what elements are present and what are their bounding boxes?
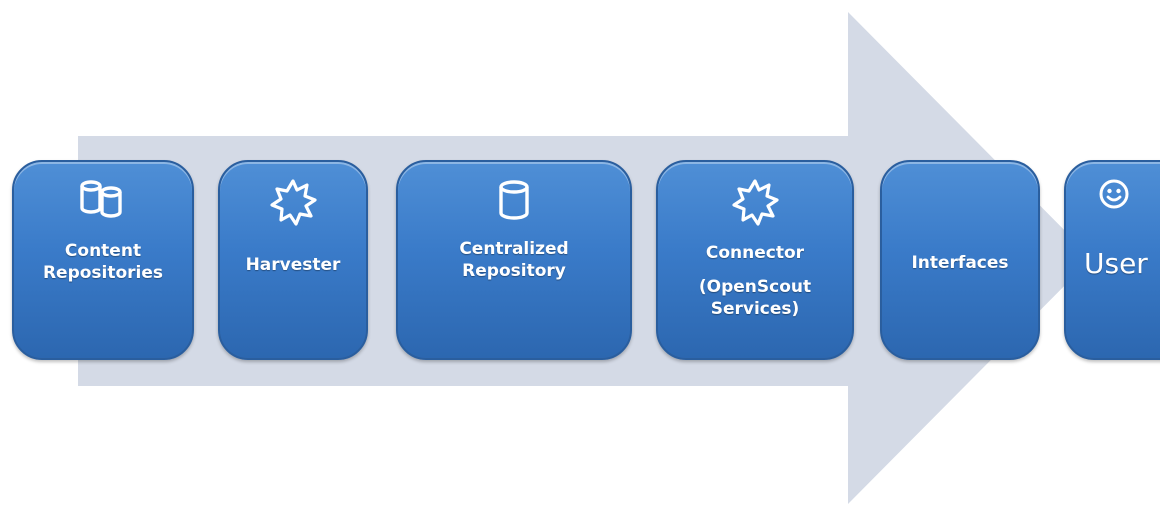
stage-harvester: Harvester [218, 160, 368, 360]
stage-label: User [1084, 247, 1148, 280]
database-pair-icon [76, 178, 130, 222]
stage-interfaces: Interfaces [880, 160, 1040, 360]
stage-centralized-repository: Centralized Repository [396, 160, 632, 360]
stage-label: Connector [705, 243, 805, 263]
stage-label: Harvester [245, 255, 341, 275]
stage-label: Content Repositories [42, 241, 164, 283]
stage-sublabel: (OpenScout Services) [698, 277, 812, 319]
database-icon [497, 178, 531, 226]
gear-icon [269, 178, 317, 230]
stage-label: Interfaces [911, 253, 1009, 273]
stage-label: Centralized Repository [459, 239, 569, 281]
smiley-icon [1098, 178, 1130, 214]
stage-content-repositories: Content Repositories [12, 160, 194, 360]
gear-icon [731, 178, 779, 230]
stage-user: User [1064, 160, 1160, 360]
stage-connector: Connector (OpenScout Services) [656, 160, 854, 360]
